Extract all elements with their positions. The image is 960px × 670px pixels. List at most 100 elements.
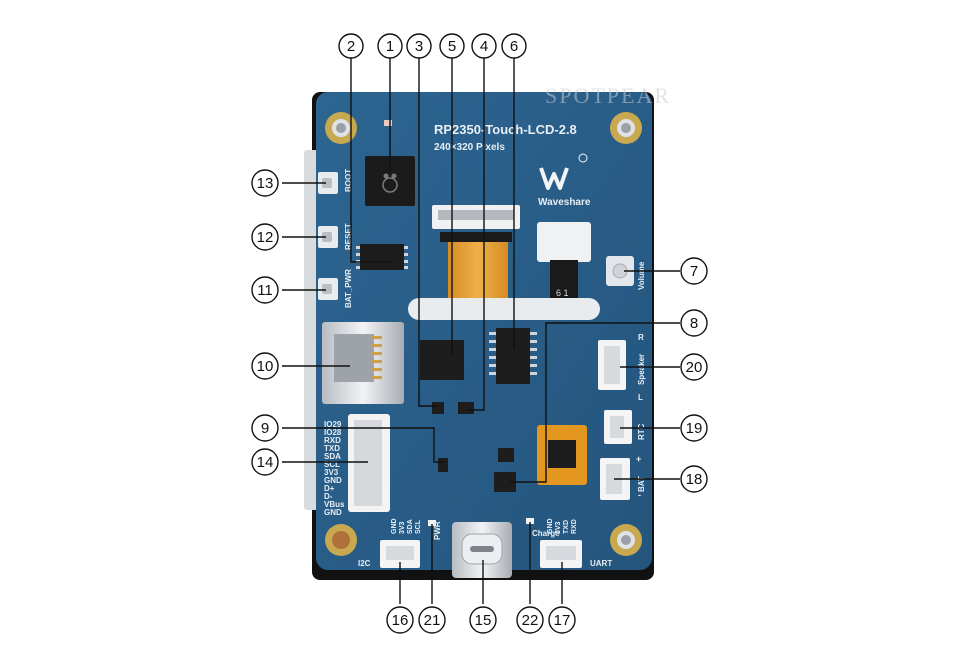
callout-15: 15 — [469, 606, 497, 634]
gpio-pin-label: RXD — [324, 436, 341, 445]
svg-text:7: 7 — [690, 263, 698, 280]
svg-text:21: 21 — [424, 612, 441, 629]
callout-12: 12 — [251, 223, 279, 251]
touch-fpc-connector — [537, 222, 591, 262]
callout-14: 14 — [251, 448, 279, 476]
rtc-label: RTC — [637, 423, 646, 440]
svg-text:22: 22 — [522, 612, 539, 629]
leader-lines — [282, 58, 680, 604]
callout-13: 13 — [251, 169, 279, 197]
leader-line-3 — [418, 58, 438, 407]
gpio-pin-label: GND — [324, 476, 342, 485]
callout-18: 18 — [680, 465, 708, 493]
speaker-label: Speaker — [637, 354, 646, 385]
small-ic — [432, 402, 444, 414]
leader-line-8 — [510, 322, 680, 483]
uart-pin-label: 3V3 — [555, 521, 562, 534]
gpio-pin-label: IO28 — [324, 428, 342, 437]
callout-2: 2 — [338, 33, 364, 59]
gpio-header-pin-labels: IO29 IO28 RXD TXD SDA SCL 3V3 GND D+ D- … — [324, 420, 345, 517]
touch-fpc-ribbon — [550, 260, 578, 302]
speaker-l-label: L — [638, 393, 643, 402]
mounting-hole — [610, 112, 642, 144]
uart-pin-label: GND — [547, 518, 554, 534]
i2c-pin-label: SCL — [415, 519, 422, 534]
micro-sd-slot[interactable] — [322, 322, 404, 404]
raspberry-pi-logo-icon — [382, 173, 398, 193]
mounting-hole — [610, 524, 642, 556]
volume-label: Volume — [637, 261, 646, 290]
mounting-hole — [325, 112, 357, 144]
i2c-pin-labels: GND 3V3 SDA SCL — [391, 518, 422, 534]
svg-text:8: 8 — [690, 315, 698, 332]
rtc-chip — [548, 440, 576, 468]
board-resolution: 240×320 Pixels — [434, 142, 505, 153]
callout-11: 11 — [251, 276, 279, 304]
uart-pin-label: RXD — [571, 519, 578, 534]
lcd-ribbon-shadow — [440, 232, 512, 242]
svg-text:16: 16 — [392, 612, 409, 629]
power-ic — [438, 458, 448, 472]
svg-text:17: 17 — [554, 612, 571, 629]
amplifier-chip — [496, 328, 530, 384]
svg-text:13: 13 — [257, 175, 274, 192]
callout-8: 8 — [680, 309, 708, 337]
gpio-pin-label: IO29 — [324, 420, 342, 429]
bat-label: BAT — [637, 476, 646, 492]
uart-pin-label: TXD — [563, 520, 570, 534]
fpc-pin-label: 6 1 — [556, 288, 569, 298]
bat-pwr-label: BAT_PWR — [344, 269, 353, 308]
svg-text:14: 14 — [257, 454, 274, 471]
reset-button[interactable] — [318, 226, 338, 248]
svg-text:6: 6 — [510, 38, 518, 55]
svg-text:5: 5 — [448, 38, 456, 55]
leader-line-2 — [350, 58, 392, 263]
callouts: 2 1 3 5 4 6 7 8 20 19 18 13 12 11 10 9 1… — [251, 33, 708, 634]
boot-label: BOOT — [344, 169, 353, 192]
gpio-pin-label: D- — [324, 492, 333, 501]
svg-text:18: 18 — [686, 471, 703, 488]
svg-text:2: 2 — [347, 38, 355, 55]
svg-text:12: 12 — [257, 229, 274, 246]
gpio-pin-label: 3V3 — [324, 468, 339, 477]
charge-label: Charge — [532, 529, 560, 538]
flash-chip — [360, 244, 404, 270]
i2c-connector[interactable] — [380, 540, 420, 568]
callout-16: 16 — [386, 606, 414, 634]
reset-label: RESET — [344, 223, 353, 250]
leader-line-9 — [282, 427, 444, 463]
speaker-connector[interactable] — [598, 340, 626, 390]
mounting-hole — [325, 524, 357, 556]
callout-10: 10 — [251, 352, 279, 380]
gpio-pin-label: TXD — [324, 444, 340, 453]
audio-codec-chip — [420, 340, 464, 380]
watermark: SPOTPEAR — [545, 83, 671, 108]
boot-button[interactable] — [318, 172, 338, 194]
svg-text:10: 10 — [257, 358, 274, 375]
gpio-header[interactable] — [348, 414, 390, 512]
svg-text:9: 9 — [261, 420, 269, 437]
callout-9: 9 — [251, 414, 279, 442]
svg-text:11: 11 — [257, 282, 273, 299]
svg-text:1: 1 — [386, 38, 394, 55]
gpio-pin-label: VBus — [324, 500, 345, 509]
i2c-pin-label: GND — [391, 518, 398, 534]
board-slot — [408, 298, 600, 320]
callout-19: 19 — [680, 414, 708, 442]
svg-text:20: 20 — [686, 359, 703, 376]
small-ic — [458, 402, 474, 414]
uart-connector[interactable] — [540, 540, 582, 568]
callout-4: 4 — [471, 33, 497, 59]
lcd-edge-strip — [304, 150, 318, 510]
usb-c-port[interactable] — [452, 522, 512, 578]
ldo-chip — [498, 448, 514, 462]
bat-pwr-button[interactable] — [318, 278, 338, 300]
uart-pin-labels: GND 3V3 TXD RXD — [547, 518, 578, 534]
rtc-battery-connector[interactable] — [604, 410, 632, 444]
waveshare-brand: Waveshare — [538, 197, 591, 208]
leader-line-4 — [468, 58, 485, 411]
bat-plus-label: + — [636, 454, 641, 464]
callout-6: 6 — [501, 33, 527, 59]
uart-label: UART — [590, 559, 612, 568]
